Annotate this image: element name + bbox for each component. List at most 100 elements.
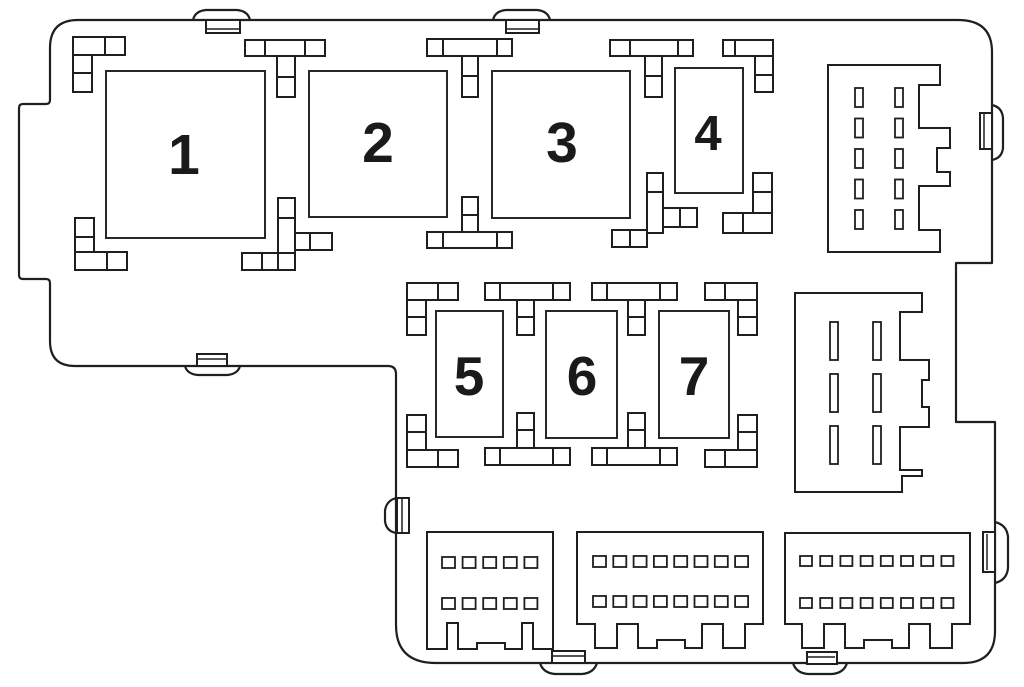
connector-pin	[872, 321, 882, 361]
connector-pin	[872, 373, 882, 413]
bracket-cell	[406, 316, 427, 336]
relay-3-label: 3	[546, 111, 578, 175]
alignment-bracket-7	[241, 197, 333, 271]
connector-pin	[854, 148, 864, 169]
connector-pin	[713, 595, 729, 608]
bracket-cell	[752, 172, 773, 193]
alignment-bracket-3	[426, 38, 513, 98]
connector-pin	[693, 595, 709, 608]
connector-pin	[894, 209, 904, 230]
connector-pin	[859, 597, 874, 609]
connector-pin	[799, 555, 813, 567]
mounting-tab-bottom-right	[791, 651, 849, 676]
connector-pin	[612, 555, 628, 568]
connector-pin	[940, 555, 955, 567]
bracket-cell	[461, 75, 479, 98]
bracket-cell	[406, 449, 439, 468]
connector-pin	[734, 555, 749, 568]
bracket-cell	[461, 196, 479, 216]
bracket-cell	[722, 39, 736, 57]
alignment-bracket-10	[722, 172, 773, 234]
bracket-cell	[484, 282, 501, 301]
mounting-tab-bottom-left	[538, 650, 599, 676]
bracket-cell	[496, 38, 513, 57]
connector-pin	[482, 556, 498, 569]
alignment-bracket-14	[704, 282, 758, 336]
bracket-cell	[646, 191, 664, 234]
bracket-cell	[406, 431, 427, 451]
bracket-cell	[277, 252, 296, 271]
bracket-cell	[737, 299, 758, 318]
connector-pin	[829, 321, 839, 361]
bracket-cell	[606, 282, 661, 301]
connector-pin	[653, 555, 668, 568]
bracket-cell	[277, 197, 296, 219]
bracket-cell	[737, 316, 758, 336]
bracket-cell	[437, 282, 459, 301]
connector-pin	[854, 178, 864, 200]
bracket-cell	[406, 299, 427, 318]
relay-3: 3	[491, 70, 631, 219]
connector-pin	[632, 595, 648, 608]
bracket-cell	[74, 217, 95, 238]
alignment-bracket-18	[704, 414, 758, 468]
bracket-cell	[552, 282, 571, 301]
alignment-brackets	[72, 36, 774, 468]
connector-pin	[799, 597, 813, 609]
connector-pin	[482, 597, 498, 610]
bracket-cell	[437, 449, 459, 468]
top-right-connector-pins	[854, 87, 904, 230]
connector-pin	[673, 555, 689, 568]
connector-pin	[693, 555, 709, 568]
alignment-bracket-17	[591, 412, 678, 466]
connector-pin	[879, 555, 894, 567]
bracket-cell	[499, 447, 554, 466]
mounting-tabs	[183, 8, 1010, 676]
bracket-cell	[406, 414, 427, 433]
connector-pin	[854, 87, 864, 108]
bracket-cell	[484, 447, 501, 466]
relay-boxes: 1 2 3 4 5 6 7	[105, 67, 744, 439]
bracket-cell	[737, 431, 758, 451]
relay-4-label: 4	[694, 107, 721, 161]
connector-pin	[461, 597, 477, 610]
connector-pin	[819, 555, 834, 567]
connector-pin	[441, 597, 456, 610]
connector-pin	[879, 597, 894, 609]
alignment-bracket-11	[406, 282, 459, 336]
alignment-bracket-16	[484, 412, 571, 466]
bracket-cell	[426, 38, 444, 57]
bracket-cell	[659, 447, 678, 466]
alignment-bracket-12	[484, 282, 571, 336]
bracket-cell	[737, 414, 758, 433]
bracket-cell	[591, 447, 608, 466]
bracket-cell	[644, 55, 663, 77]
connector-pin	[592, 555, 607, 568]
connector-pin	[592, 595, 607, 608]
bracket-cell	[734, 39, 774, 57]
middle-right-connector-pins	[829, 321, 882, 465]
bracket-cell	[461, 214, 479, 233]
bracket-cell	[646, 172, 664, 193]
connectors	[426, 64, 971, 650]
connector-pin	[502, 556, 518, 569]
bracket-cell	[742, 212, 773, 234]
bracket-cell	[627, 316, 646, 336]
bracket-cell	[677, 39, 694, 57]
relay-6-label: 6	[567, 345, 598, 407]
bracket-cell	[722, 212, 744, 234]
relay-1-label: 1	[168, 123, 200, 187]
alignment-bracket-2	[244, 39, 326, 98]
bracket-cell	[724, 449, 758, 468]
connector-pin	[653, 595, 668, 608]
connector-pin	[461, 556, 477, 569]
relay-4: 4	[674, 67, 744, 194]
connector-pin	[872, 425, 882, 465]
connector-pin	[839, 555, 854, 567]
relay-2-label: 2	[362, 111, 394, 175]
relay-2: 2	[308, 70, 448, 218]
connector-pin	[441, 556, 456, 569]
bracket-cell	[277, 217, 296, 254]
connector-pin	[894, 117, 904, 139]
